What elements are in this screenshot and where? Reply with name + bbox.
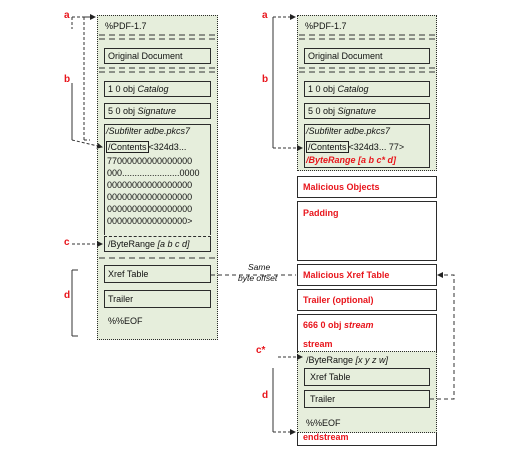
right-signature-label: 5 0 obj Signature <box>308 106 377 116</box>
right-xref-table <box>304 368 430 386</box>
malicious-xref-box <box>297 264 437 286</box>
label-b-left: b <box>64 74 71 85</box>
right-xref-label: Xref Table <box>310 372 351 382</box>
arrow-b-left <box>71 139 103 149</box>
left-hex-line: 000.......................0000 <box>107 168 200 178</box>
malicious-objects-box <box>297 176 437 198</box>
padding-label: Padding <box>303 208 339 218</box>
label-d-left: d <box>64 290 71 301</box>
right-signature-obj <box>304 103 430 119</box>
left-signature-obj <box>104 103 211 119</box>
left-original-label: Original Document <box>108 51 183 61</box>
right-byterange-modified: /ByteRange [a b c* d] <box>306 155 397 165</box>
left-hex-line: 00000000000000000 <box>107 204 193 214</box>
left-hex-line: 77000000000000000 <box>107 156 193 166</box>
left-xref-label: Xref Table <box>108 269 149 279</box>
left-subfilter: /Subfilter adbe.pkcs7 <box>106 126 191 136</box>
label-c-star: c* <box>256 345 266 356</box>
left-catalog-label: 1 0 obj Catalog <box>108 84 169 94</box>
right-trailer-label: Trailer <box>310 394 336 404</box>
left-eof: %%EOF <box>108 316 143 326</box>
same-byte-offset-line2: byte offset <box>238 273 278 283</box>
left-trailer-label: Trailer <box>108 294 134 304</box>
right-contents: /Contents<324d3... 77> <box>306 141 405 153</box>
trailer-to-xref-arrow <box>430 272 455 400</box>
right-eof: %%EOF <box>306 418 341 428</box>
right-subfilter: /Subfilter adbe.pkcs7 <box>306 126 391 136</box>
right-byterange2: /ByteRange [x y z w] <box>306 355 389 365</box>
left-signature-label: 5 0 obj Signature <box>108 106 177 116</box>
obj666-label: 666 0 obj stream <box>303 320 374 330</box>
endstream-keyword: endstream <box>303 432 349 442</box>
label-c-left: c <box>64 237 70 248</box>
same-byte-offset-line1: Same <box>248 262 271 272</box>
trailer-optional-box <box>297 289 437 311</box>
left-trailer <box>104 290 211 308</box>
right-pdf-header: %PDF-1.7 <box>305 21 347 31</box>
label-b-right: b <box>262 74 269 85</box>
label-a-right: a <box>262 10 268 21</box>
left-signature-dict <box>104 124 211 235</box>
left-hex-line: 00000000000000000 <box>107 192 193 202</box>
right-catalog-label: 1 0 obj Catalog <box>308 84 369 94</box>
right-catalog-obj <box>304 81 430 97</box>
padding-box <box>297 201 437 261</box>
left-pdf-header: %PDF-1.7 <box>105 21 147 31</box>
left-byterange-box <box>104 236 211 252</box>
stream-keyword: stream <box>303 339 333 349</box>
label-d-right: d <box>262 390 269 401</box>
malicious-objects-label: Malicious Objects <box>303 182 380 192</box>
left-hex-line: 0000000000000000> <box>107 216 193 226</box>
left-contents: /Contents<324d3... <box>106 141 187 153</box>
left-catalog-obj <box>104 81 211 97</box>
right-signature-dict <box>304 124 430 168</box>
right-original-label: Original Document <box>308 51 383 61</box>
left-xref-table <box>104 265 211 283</box>
trailer-optional-label: Trailer (optional) <box>303 295 374 305</box>
left-byterange: /ByteRange [a b c d] <box>108 239 190 249</box>
left-original-document <box>104 48 211 64</box>
right-trailer <box>304 390 430 408</box>
right-original-document <box>304 48 430 64</box>
left-hex-line: 00000000000000000 <box>107 180 193 190</box>
malicious-xref-label: Malicious Xref Table <box>303 270 390 280</box>
label-a-left: a <box>64 10 70 21</box>
